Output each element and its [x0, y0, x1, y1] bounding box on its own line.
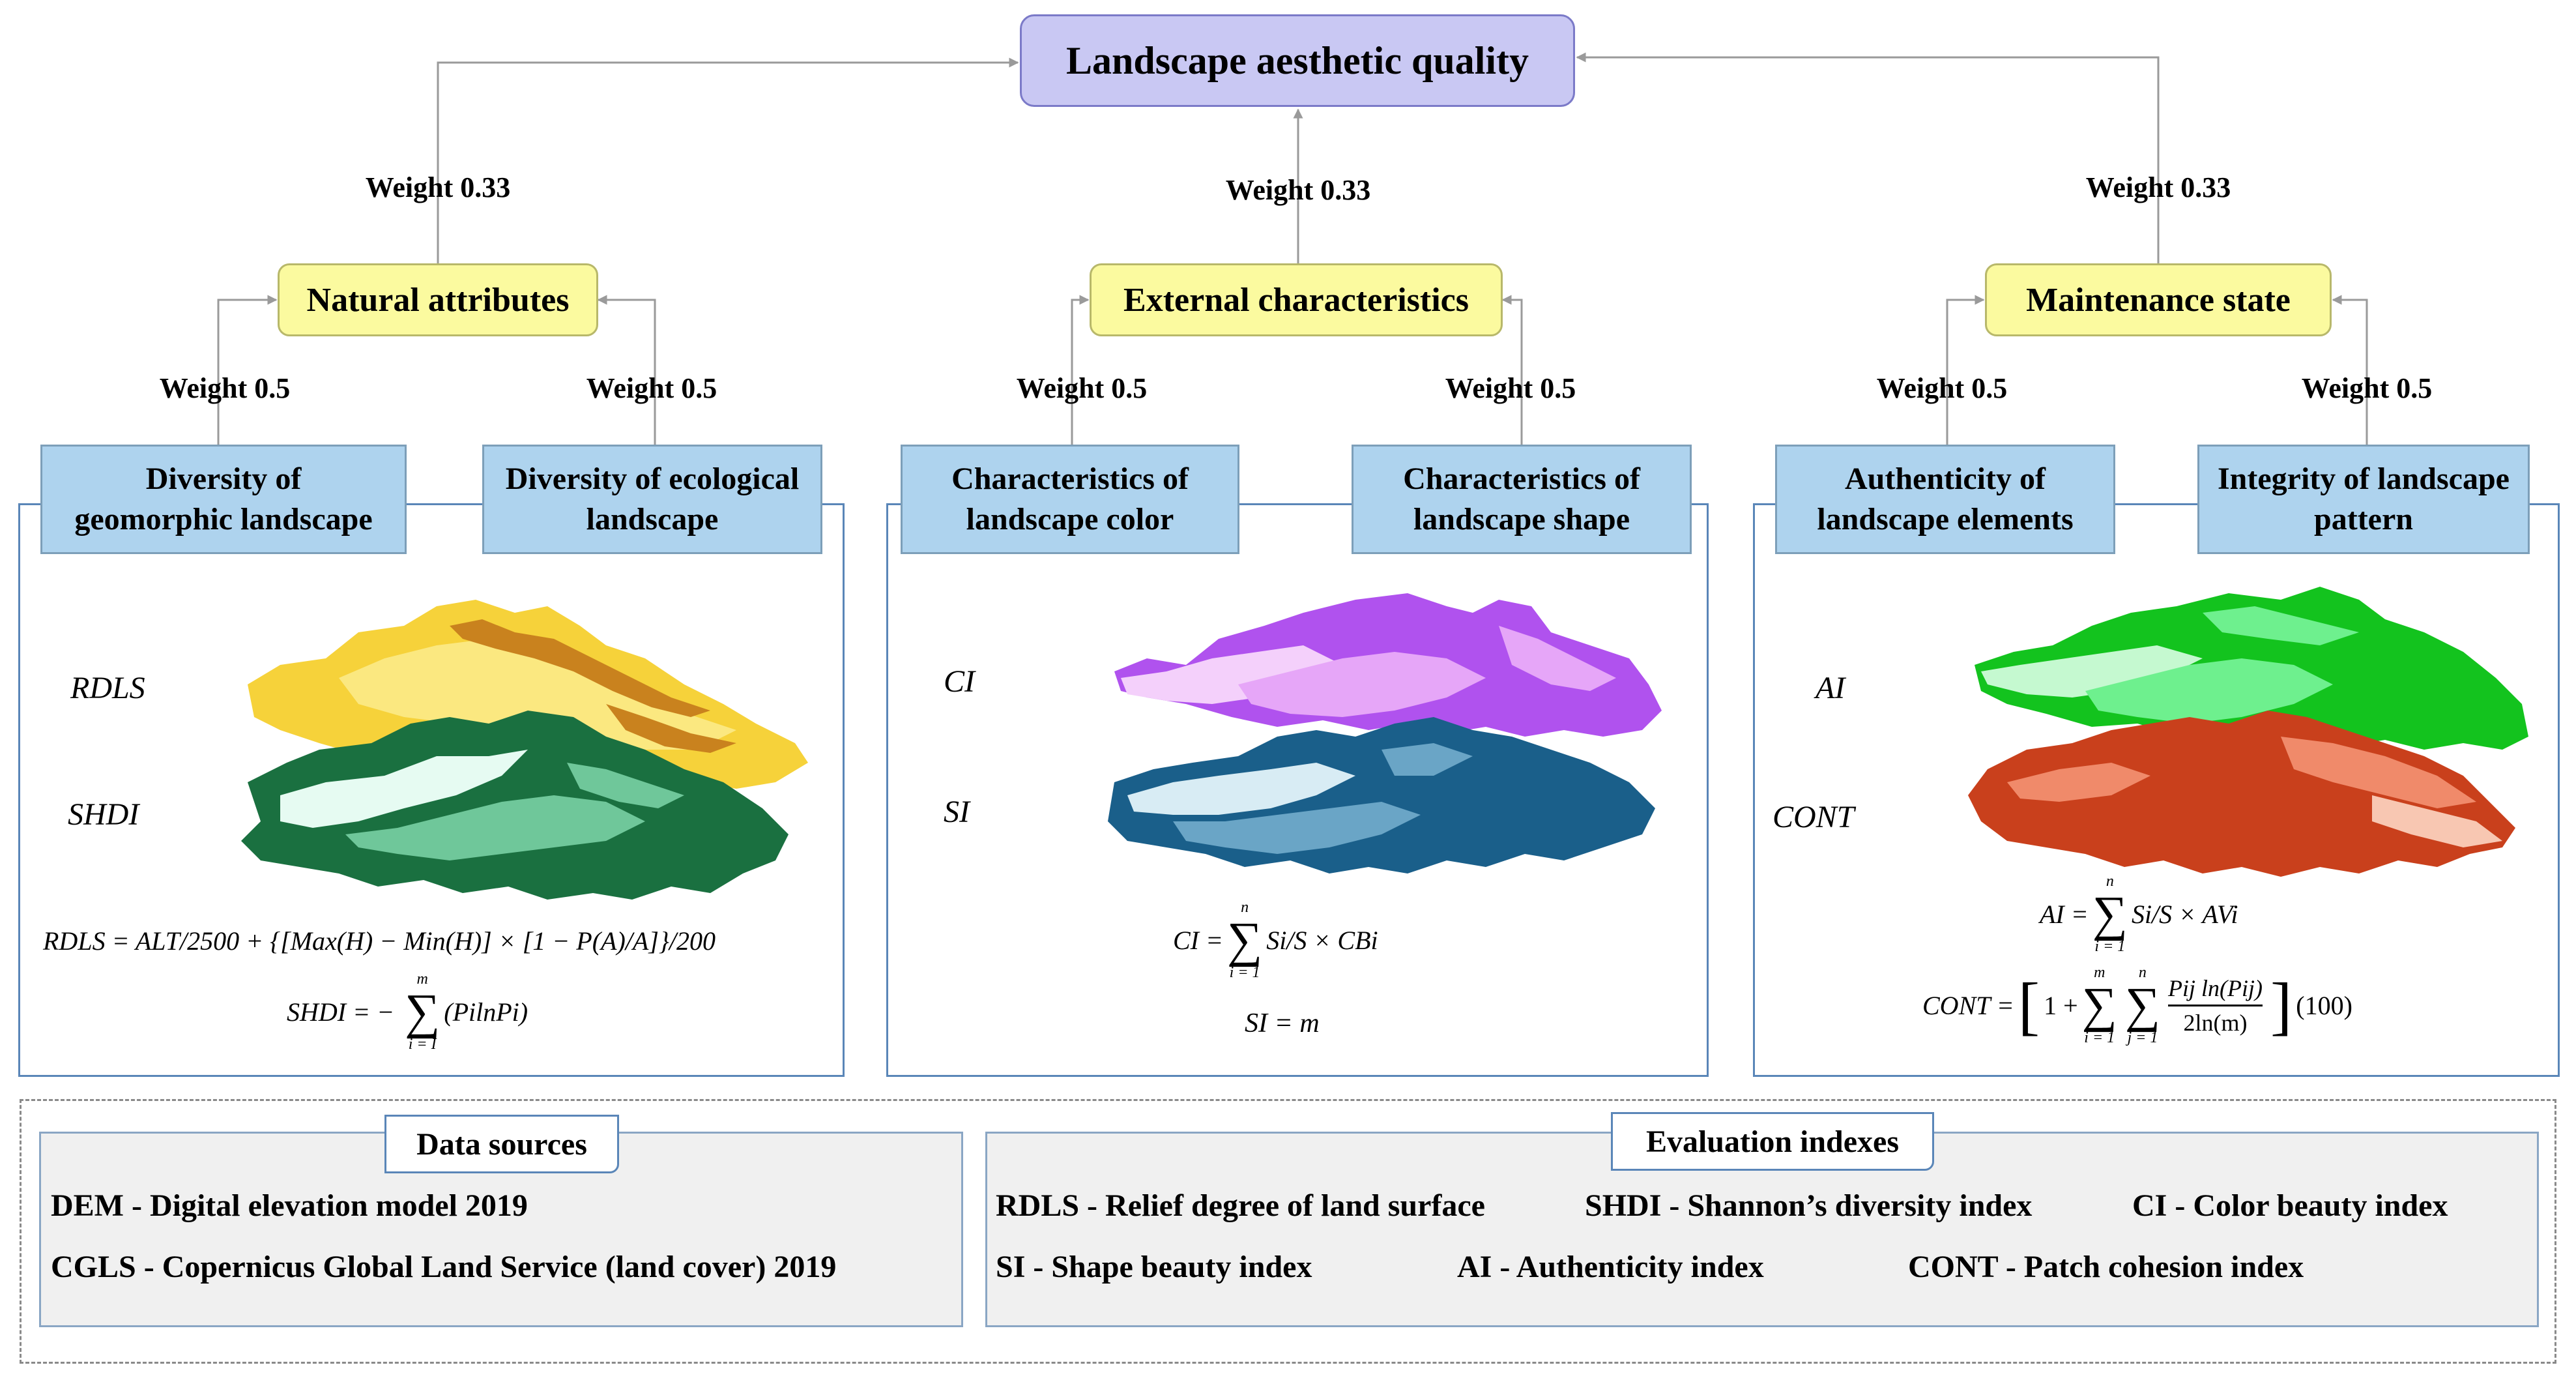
sum-top: n [1241, 899, 1249, 916]
weight-shape: Weight 0.5 [1445, 372, 1576, 404]
weight-maintenance: Weight 0.33 [2085, 171, 2231, 203]
evaluation-index-item: CONT - Patch cohesion index [1908, 1250, 2304, 1284]
weight-external: Weight 0.33 [1225, 174, 1371, 206]
map-si [1108, 717, 1655, 874]
sum-bottom: i = 1 [2094, 938, 2126, 955]
sum-bottom: j = 1 [2127, 1029, 2158, 1046]
sum-symbol: n ∑ j = 1 [2125, 965, 2160, 1046]
sigma-icon: ∑ [2081, 978, 2117, 1033]
map-cont [1968, 711, 2515, 877]
sigma-icon: ∑ [2092, 887, 2128, 941]
node-authenticity: Authenticity of landscape elements [1775, 445, 2115, 554]
fraction: Pij ln(Pij) 2ln(m) [2168, 975, 2263, 1036]
data-source-item: CGLS - Copernicus Global Land Service (l… [51, 1250, 837, 1284]
map-ci [1114, 593, 1662, 737]
node-label: Maintenance state [2026, 281, 2291, 319]
evaluation-index-item: CI - Color beauty index [2132, 1188, 2448, 1223]
map-shdi [241, 711, 789, 900]
node-label: Natural attributes [306, 281, 570, 319]
node-label: Integrity of landscape pattern [2218, 462, 2510, 536]
index-ai: AI [1816, 671, 1845, 705]
index-shdi: SHDI [68, 797, 139, 832]
sigma-icon: ∑ [1227, 913, 1263, 967]
weight-color: Weight 0.5 [1016, 372, 1148, 404]
sum-top: n [2106, 873, 2114, 890]
formula-shdi-rhs: (PilnPi) [444, 997, 528, 1027]
evaluation-index-item: SI - Shape beauty index [996, 1250, 1312, 1284]
node-integrity: Integrity of landscape pattern [2197, 445, 2530, 554]
map-layers-maintenance [1968, 587, 2528, 877]
sum-bottom: i = 1 [2084, 1029, 2115, 1046]
node-landscape-shape: Characteristics of landscape shape [1352, 445, 1692, 554]
node-geomorphic-diversity: Diversity of geomorphic landscape [40, 445, 407, 554]
sum-top: m [416, 971, 428, 988]
formula-ai-lhs: AI = [2040, 899, 2089, 929]
sum-top: m [2094, 964, 2106, 981]
formula-cont-lhs: CONT = [1922, 990, 2014, 1020]
sum-bottom: i = 1 [1229, 964, 1260, 981]
sum-symbol: m ∑ i = I [405, 971, 440, 1052]
evaluation-index-item: SHDI - Shannon’s diversity index [1585, 1188, 2033, 1223]
node-natural-attributes: Natural attributes [278, 263, 598, 336]
node-external-characteristics: External characteristics [1090, 263, 1503, 336]
formula-cont: CONT = [ 1 + m ∑ i = 1 n ∑ j = 1 Pij ln(… [1922, 965, 2352, 1046]
index-cont: CONT [1773, 800, 1855, 834]
map-layers-natural [241, 600, 808, 900]
node-label: External characteristics [1123, 281, 1469, 319]
index-si: SI [944, 795, 970, 829]
weight-integrity: Weight 0.5 [2301, 372, 2433, 404]
fraction-bar [2168, 1004, 2263, 1006]
node-maintenance-state: Maintenance state [1985, 263, 2332, 336]
evaluation-index-item: AI - Authenticity index [1457, 1250, 1764, 1284]
formula-cont-tail: (100) [2296, 990, 2352, 1020]
evaluation-indexes-title: Evaluation indexes [1611, 1112, 1934, 1171]
formula-shdi-lhs: SHDI [287, 997, 347, 1027]
root-title: Landscape aesthetic quality [1065, 38, 1529, 82]
formula-si: SI = m [1245, 1008, 1320, 1038]
formula-ai-rhs: Si/S × AVi [2131, 899, 2238, 929]
sum-bottom: i = I [408, 1036, 437, 1053]
bracket-left-icon: [ [2018, 969, 2040, 1042]
node-label: Characteristics of landscape shape [1403, 462, 1640, 536]
data-source-item: DEM - Digital elevation model 2019 [51, 1188, 528, 1223]
sum-symbol: n ∑ i = 1 [1227, 900, 1262, 980]
formula-rdls: RDLS = ALT/2500 + {[Max(H) − Min(H)] × [… [43, 926, 716, 956]
index-ci: CI [944, 664, 975, 699]
node-label: Authenticity of landscape elements [1817, 462, 2074, 536]
formula-shdi-eq: = − [353, 997, 395, 1027]
weight-authenticity: Weight 0.5 [1876, 372, 2008, 404]
fraction-numerator: Pij ln(Pij) [2168, 975, 2263, 1001]
node-label: Diversity of ecological landscape [505, 462, 800, 536]
sum-symbol: n ∑ i = 1 [2092, 874, 2128, 954]
sigma-icon: ∑ [405, 984, 441, 1039]
formula-ai: AI = n ∑ i = 1 Si/S × AVi [2040, 874, 2238, 954]
fraction-denominator: 2ln(m) [2183, 1009, 2248, 1036]
data-sources-title: Data sources [384, 1115, 619, 1173]
formula-ci-lhs: CI = [1173, 925, 1223, 955]
sigma-icon: ∑ [2124, 978, 2161, 1033]
formula-ci-rhs: Si/S × CBi [1266, 925, 1378, 955]
node-landscape-color: Characteristics of landscape color [901, 445, 1239, 554]
bracket-right-icon: ] [2270, 969, 2293, 1042]
weight-natural: Weight 0.33 [365, 171, 511, 203]
weight-geomorphic: Weight 0.5 [159, 372, 291, 404]
node-label: Characteristics of landscape color [951, 462, 1189, 536]
weight-ecological: Weight 0.5 [586, 372, 717, 404]
evaluation-index-item: RDLS - Relief degree of land surface [996, 1188, 1485, 1223]
map-layers-external [1108, 593, 1662, 874]
legend-container [20, 1099, 2556, 1364]
node-label: Diversity of geomorphic landscape [74, 462, 373, 536]
node-ecological-diversity: Diversity of ecological landscape [482, 445, 822, 554]
formula-cont-one: 1 + [2044, 990, 2078, 1020]
formula-shdi: SHDI = − m ∑ i = I (PilnPi) [287, 971, 528, 1052]
index-rdls: RDLS [70, 671, 145, 705]
sum-top: n [2138, 964, 2147, 981]
map-ai [1975, 587, 2528, 750]
sum-symbol: m ∑ i = 1 [2082, 965, 2117, 1046]
root-node: Landscape aesthetic quality [1020, 14, 1575, 107]
formula-ci: CI = n ∑ i = 1 Si/S × CBi [1173, 900, 1378, 980]
